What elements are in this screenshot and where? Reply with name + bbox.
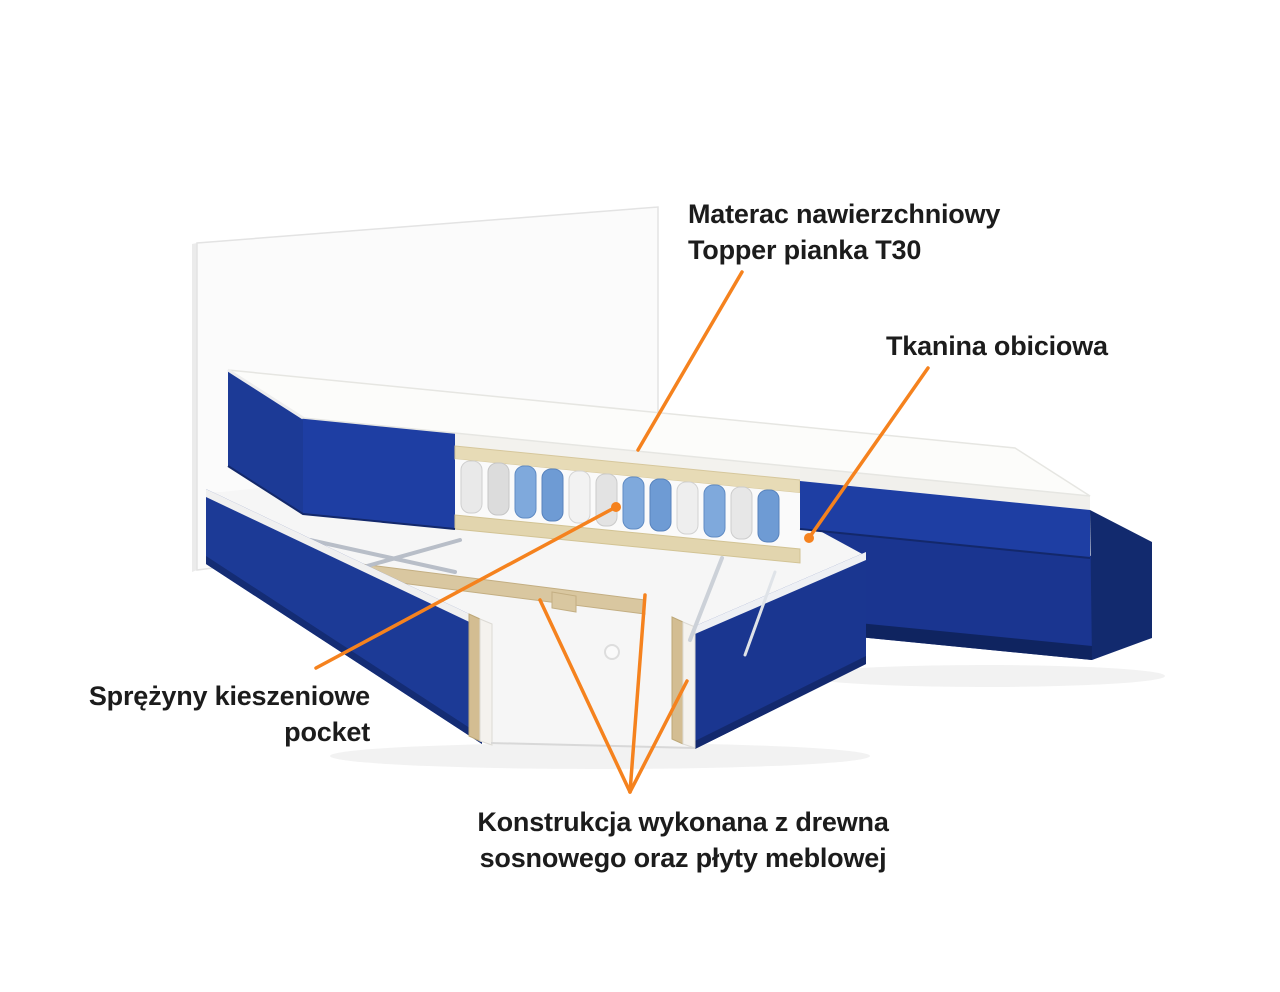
pocket-springs [460,460,780,543]
layer-topper-edge [455,433,800,480]
callout-topper [636,270,744,452]
pocket-spring [757,489,780,543]
box-right-wall [695,552,866,749]
foot-base [798,510,1152,660]
pocket-spring [730,486,753,540]
callout-springs [314,505,618,670]
pocket-spring [487,462,510,516]
pocket-spring [676,481,699,535]
label-topper-mattress: Materac nawierzchniowy Topper pianka T30 [688,196,1000,268]
mattress-head-front [303,418,455,529]
corner-post-right [671,616,696,749]
label-line: sosnowego oraz płyty meblowej [479,843,887,873]
label-line: Tkanina obiciowa [886,331,1108,361]
label-wood-construction: Konstrukcja wykonana z drewna sosnowego … [383,804,983,876]
callout-construction-3 [628,679,689,794]
gas-struts [688,556,777,657]
mattress-foot-front [800,481,1090,558]
label-line: Materac nawierzchniowy [688,199,1001,229]
corner-post-left [468,613,493,746]
pocket-spring [703,484,726,538]
mattress-cutaway [227,368,1091,564]
floor-shadows [330,665,1165,769]
label-line: pocket [284,717,370,747]
label-line: Sprężyny kieszeniowe [88,681,370,711]
callout-fabric [807,366,930,540]
pocket-spring [568,470,591,524]
label-line: Konstrukcja wykonana z drewna [477,807,889,837]
floor-detail [604,644,620,660]
pocket-spring [649,478,672,532]
pocket-spring [514,465,537,519]
label-line: Topper pianka T30 [688,235,922,265]
pocket-spring [460,460,483,514]
wood-block [551,591,577,613]
callout-lines [314,270,930,794]
box-left-wall [206,489,482,744]
label-pocket-springs: Sprężyny kieszeniowe pocket [40,678,370,750]
callout-fabric-dot [804,533,814,543]
callout-springs-dot [611,502,621,512]
callout-construction-1 [538,598,632,794]
pocket-spring [622,476,645,530]
label-upholstery-fabric: Tkanina obiciowa [886,328,1108,364]
pocket-spring [541,468,564,522]
callout-construction-2 [628,593,647,794]
layer-foam-bottom [454,514,801,564]
mattress-foot-topper-edge [800,467,1090,510]
pocket-spring [595,473,618,527]
